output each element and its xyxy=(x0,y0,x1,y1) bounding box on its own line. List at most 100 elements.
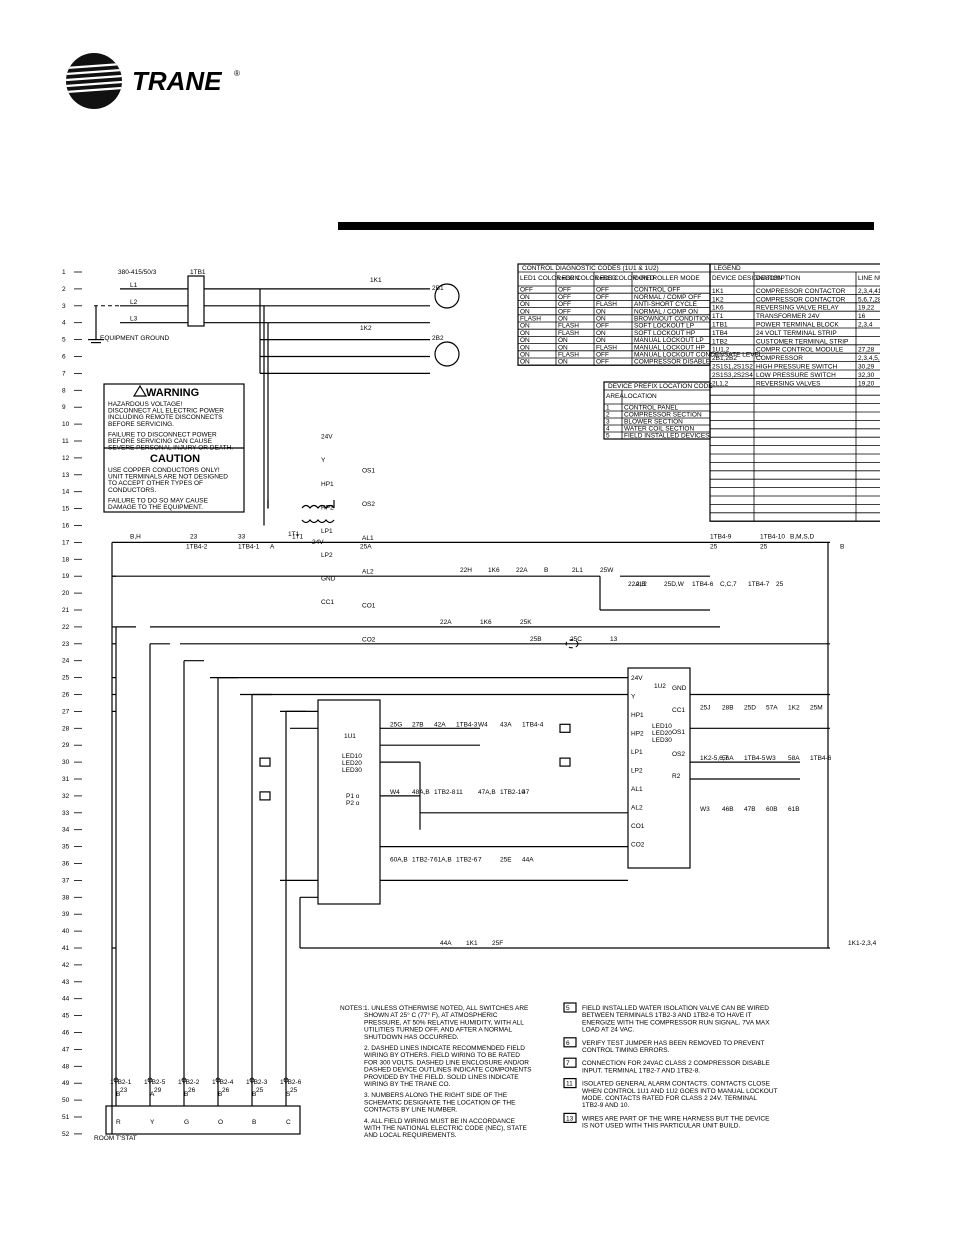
module-pin: 24V xyxy=(631,675,643,682)
warning-text: FAILURE TO DISCONNECT POWER xyxy=(108,431,217,438)
wire-label-r23: 25B xyxy=(530,636,542,643)
wire-label-r17: 1TB4-9 xyxy=(710,533,732,540)
module-1u2: 1U2 24VYHP1HP2LP1LP2AL1AL2CO1CO2GNDCC1OS… xyxy=(627,667,691,869)
wire-label-u1: 48A,B xyxy=(412,789,430,796)
warning-text: BEFORE SERVICING. xyxy=(108,421,174,428)
line-number: 15 xyxy=(62,506,70,513)
module-pin: CC1 xyxy=(672,707,685,714)
tstat-letter: B xyxy=(252,1091,256,1098)
wire-label-u2: 60B xyxy=(766,806,778,813)
note-text: UTILITIES TURNED OFF, AND AFTER A NORMAL xyxy=(364,1027,512,1034)
table-cell: NORMAL / COMP ON xyxy=(634,308,698,315)
note-number: 5 xyxy=(566,1005,570,1012)
wire-label-u2: 1TB4-5 xyxy=(744,755,766,762)
wire-label-u1: W4 xyxy=(390,789,400,796)
note-text: WIRING BY THE TRANE CO. xyxy=(364,1081,451,1088)
table-cell: FIELD INSTALLED DEVICES xyxy=(624,433,710,440)
tstat-wire: 25 xyxy=(256,1087,264,1094)
wire-label-u1: 1TB4-4 xyxy=(522,721,544,728)
table-cell: CUSTOMER TERMINAL STRIP xyxy=(756,338,848,345)
module-pin: GND xyxy=(672,685,687,692)
module-pin: CO1 xyxy=(362,603,376,610)
table-cell: 1K1 xyxy=(712,288,724,295)
line-numbers: 1234567891011121314151617181920212223242… xyxy=(62,269,82,1138)
wire-label-r17: B xyxy=(840,543,844,550)
line-number: 4 xyxy=(62,320,66,327)
module-pin: CO2 xyxy=(362,636,376,643)
module-pin: Y xyxy=(631,694,636,701)
line-number: 43 xyxy=(62,979,70,986)
table-cell: ON xyxy=(596,316,606,323)
module-pin: R2 xyxy=(672,773,681,780)
wire-label-u1: 1TB2-6 xyxy=(456,857,478,864)
line-number: 49 xyxy=(62,1080,70,1087)
caution-text: CONDUCTORS. xyxy=(108,487,156,494)
table-cell: COMPR CONTROL MODULE xyxy=(756,347,844,354)
tstat-pin: C xyxy=(286,1119,291,1126)
wire-label-u2: 46B xyxy=(722,806,734,813)
module-pin: OS2 xyxy=(672,751,685,758)
note-text: CONTACTS BY LINE NUMBER. xyxy=(364,1107,458,1114)
tstat-pin: B xyxy=(252,1119,256,1126)
line-number: 20 xyxy=(62,590,70,597)
table-cell: FLASH xyxy=(520,316,541,323)
line-number: 13 xyxy=(62,472,70,479)
table-cell: ON xyxy=(558,316,568,323)
note-text: 2. DASHED LINES INDICATE RECOMMENDED FIE… xyxy=(364,1045,525,1052)
line-number: 51 xyxy=(62,1114,70,1121)
wire-label-u1: 47A,B xyxy=(478,789,496,796)
wire-label-r17: 1TB4-1 xyxy=(238,543,260,550)
wire-label-r17: 1TB4-10 xyxy=(760,533,785,540)
module-pin: LP2 xyxy=(631,768,643,775)
module-pin: CO2 xyxy=(631,842,645,849)
table-cell: 2B1,2B2 xyxy=(712,355,737,362)
line-number: 29 xyxy=(62,742,70,749)
line-number: 26 xyxy=(62,692,70,699)
table-cell: POWER TERMINAL BLOCK xyxy=(756,322,839,329)
note-text: 3. NUMBERS ALONG THE RIGHT SIDE OF THE xyxy=(364,1092,508,1099)
notes-section: NOTES:1. UNLESS OTHERWISE NOTED, ALL SWI… xyxy=(340,1002,778,1139)
wire-label-r17: 33 xyxy=(238,533,246,540)
table-cell: ON xyxy=(520,352,530,359)
module-pin: AL1 xyxy=(362,535,374,542)
wire-label-u1: 1TB2-10 xyxy=(500,789,525,796)
wire-label-r19: 22A,B xyxy=(628,581,646,588)
table-cell: ON xyxy=(520,337,530,344)
header-rule xyxy=(338,222,874,230)
module-pin: AL2 xyxy=(362,569,374,576)
line-number: 10 xyxy=(62,421,70,428)
tstat-wire: 23 xyxy=(120,1087,128,1094)
line-number: 23 xyxy=(62,641,70,648)
compressor-2b1-icon xyxy=(434,283,460,309)
note-text: LOAD AT 24 VAC. xyxy=(582,1027,635,1034)
table-cell: 2S1S3,2S2S4 xyxy=(712,372,753,379)
wire-label-u1: 42A xyxy=(434,721,446,728)
note-text: SCHEMATIC DESIGNATE THE LOCATION OF THE xyxy=(364,1099,516,1106)
tstat-letter: S xyxy=(286,1091,291,1098)
svg-text:ROOM T'STAT: ROOM T'STAT xyxy=(94,1135,137,1142)
module-pin: CO1 xyxy=(631,823,645,830)
jumper-label: P2 o xyxy=(346,800,360,807)
wire-label-r17: A xyxy=(270,543,275,550)
trane-logo: TRANE ® xyxy=(66,53,240,109)
table-cell: 2,3,4,41 xyxy=(858,288,880,295)
note-text: FIELD INSTALLED WATER ISOLATION VALVE CA… xyxy=(582,1005,769,1012)
wire-label-u1: 11 xyxy=(456,789,463,796)
table-cell: ON xyxy=(558,359,568,366)
table-cell: SOFT LOCKOUT LP xyxy=(634,323,694,330)
table-header: DESCRIPTION xyxy=(756,275,801,282)
table-cell: OFF xyxy=(558,287,571,294)
wire-label-r17: 1T1 xyxy=(292,533,304,540)
note-text: 1TB2-9 AND 10. xyxy=(582,1102,630,1109)
note-text: CONNECTION FOR 24VAC CLASS 2 COMPRESSOR … xyxy=(582,1060,770,1067)
table-cell: 4 xyxy=(606,426,610,433)
line-number: 27 xyxy=(62,708,70,715)
table-cell: ON xyxy=(558,337,568,344)
wire-label-r19: 1TB4-6 xyxy=(692,581,714,588)
module-pin: CC1 xyxy=(321,599,334,606)
warning-triangle-icon xyxy=(132,384,148,397)
warning-box: WARNING HAZARDOUS VOLTAGE!DISCONNECT ALL… xyxy=(103,383,245,513)
table-cell: 30,29 xyxy=(858,364,875,371)
svg-text:1K1: 1K1 xyxy=(370,277,382,284)
module-1u1: 1U1 24VYHP1HP2LP1LP2GNDCC1OS1OS2AL1AL2CO… xyxy=(317,434,381,905)
